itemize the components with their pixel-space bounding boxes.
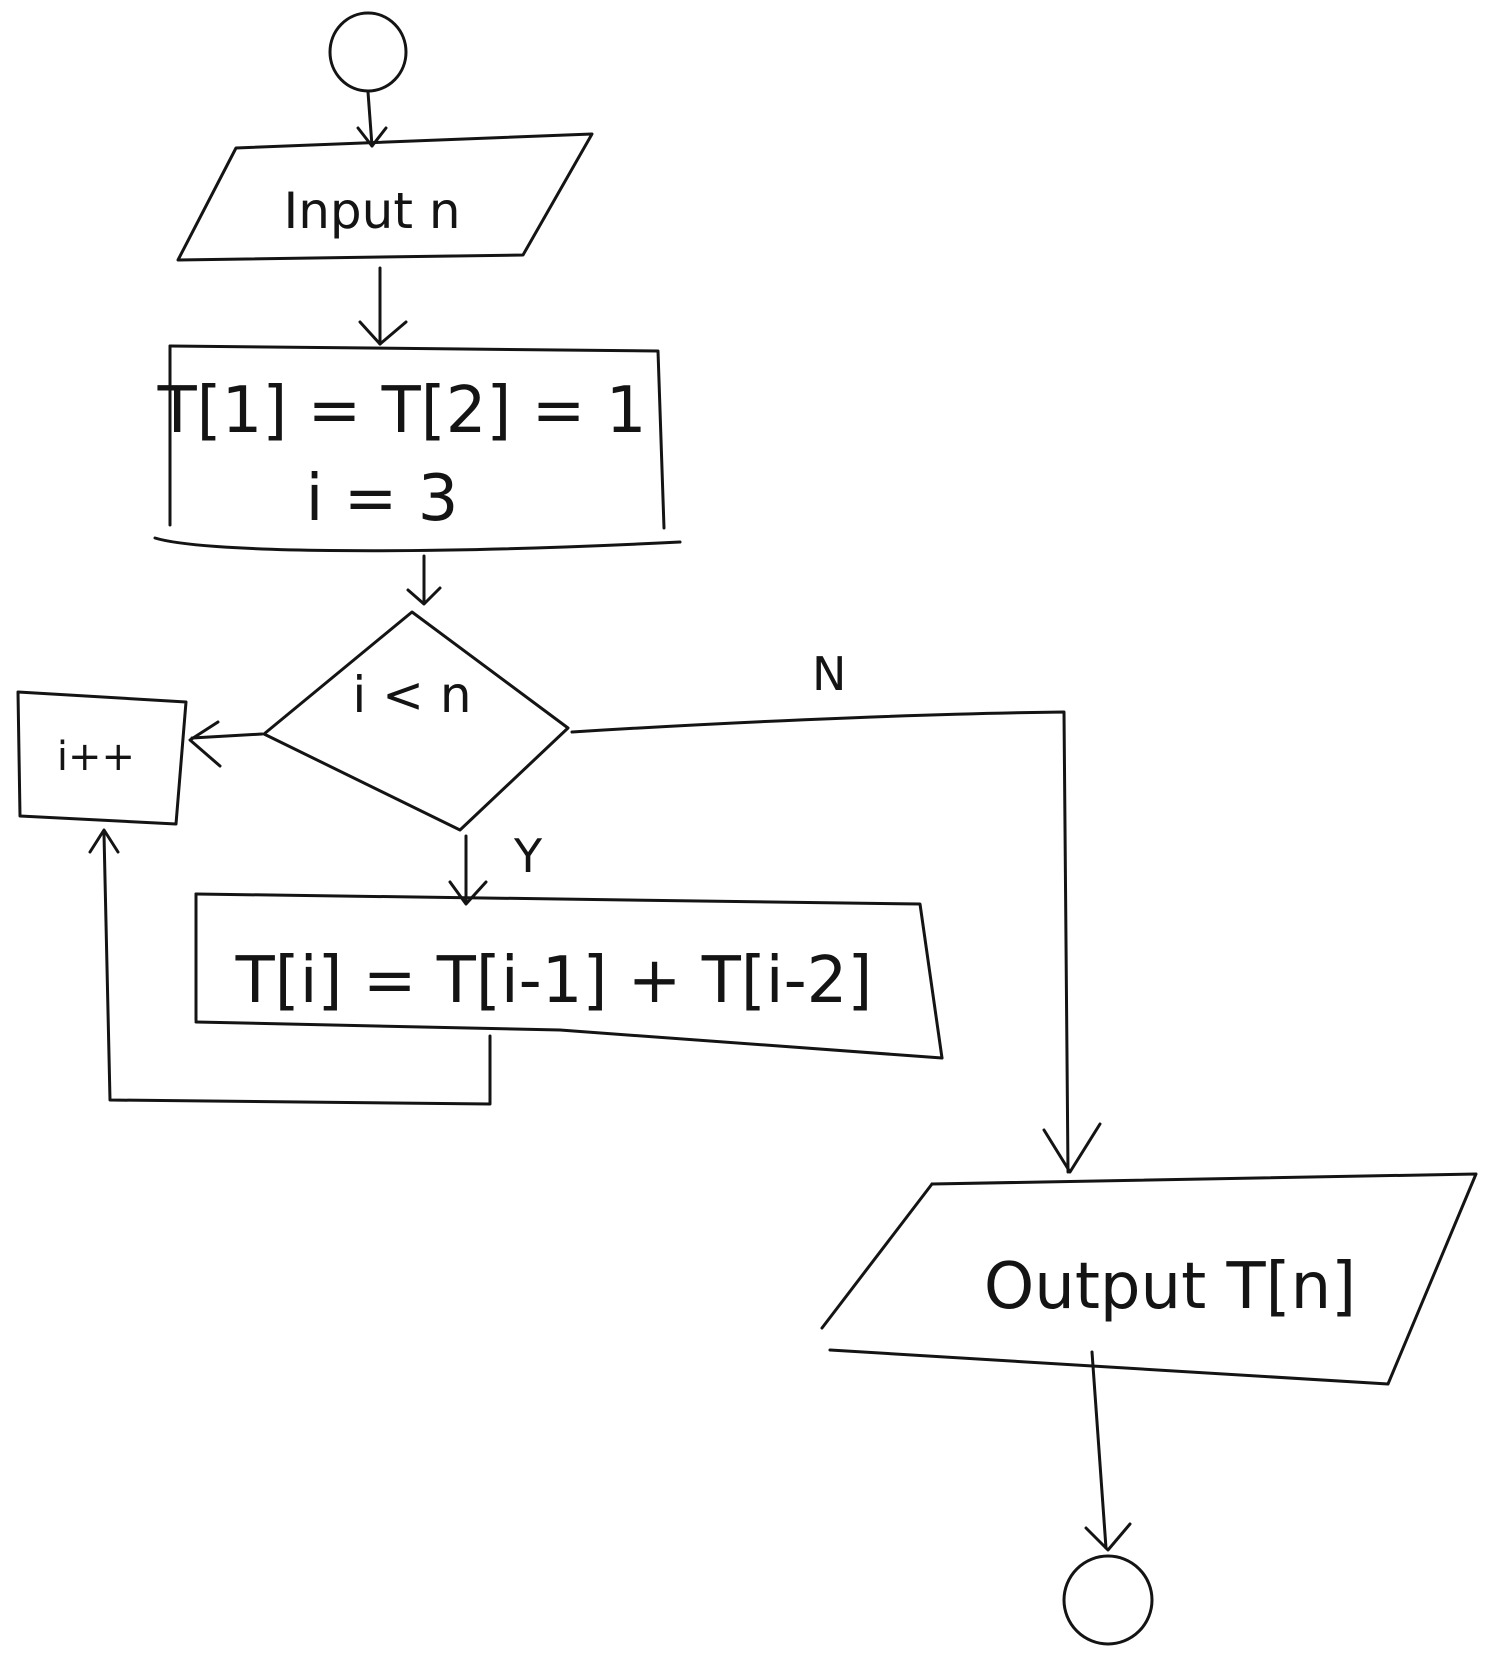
init-line2: i = 3 — [306, 462, 459, 536]
input-step-label: Input n — [283, 182, 460, 240]
arrow-decision-to-increment — [188, 720, 264, 768]
arrow-output-to-end — [1084, 1350, 1132, 1552]
increment-step: i++ — [16, 690, 188, 826]
init-step: T[1] = T[2] = 1 i = 3 — [153, 344, 682, 553]
end-terminal — [1062, 1554, 1154, 1646]
decision-condition: i < n — [262, 610, 570, 832]
arrow-input-to-init — [358, 266, 408, 346]
loop-body-label: T[i] = T[i-1] + T[i-2] — [235, 944, 873, 1018]
no-label: N — [812, 647, 846, 701]
arrow-loop-back — [88, 828, 492, 1106]
arrow-init-to-decision — [406, 554, 442, 606]
arrow-decision-no: N — [570, 647, 1102, 1174]
increment-label: i++ — [57, 734, 135, 780]
loop-body-step: T[i] = T[i-1] + T[i-2] — [194, 892, 944, 1060]
yes-label: Y — [513, 829, 543, 883]
decision-label: i < n — [352, 666, 471, 724]
input-step: Input n — [176, 132, 594, 262]
start-terminal — [328, 11, 408, 93]
arrow-decision-yes: Y — [448, 829, 543, 906]
init-line1: T[1] = T[2] = 1 — [157, 374, 647, 448]
arrow-start-to-input — [356, 90, 388, 148]
output-step-label: Output T[n] — [984, 1250, 1356, 1324]
output-step: Output T[n] — [820, 1172, 1478, 1386]
